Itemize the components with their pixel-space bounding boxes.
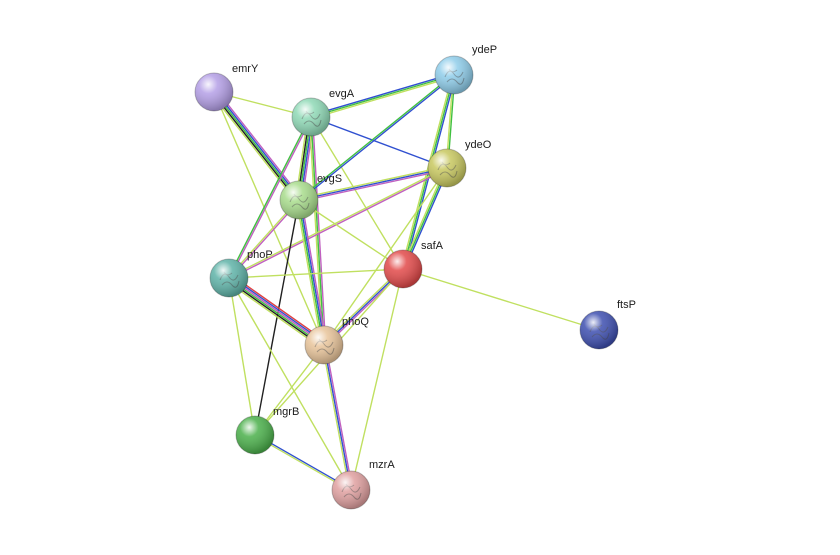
edge-evidence-line [229, 168, 448, 280]
node-gloss [428, 149, 466, 187]
edge-evgA-safA [310, 116, 404, 270]
node-safA[interactable]: safA [383, 240, 444, 289]
edge-evidence-line [298, 165, 447, 200]
edge-evidence-line [215, 89, 303, 199]
edge-evidence-line [227, 116, 311, 278]
edge-evidence-line [228, 277, 256, 436]
node-emrY[interactable]: emrY [194, 63, 259, 112]
node-evgS[interactable]: evgS [279, 173, 342, 220]
edge-evidence-line [402, 268, 600, 331]
edge-evgA-phoP [227, 116, 313, 279]
edge-evidence-line [298, 199, 404, 270]
edge-phoP-phoQ [226, 274, 327, 349]
edge-evidence-line [228, 166, 447, 278]
edge-safA-mzrA [350, 268, 404, 491]
edge-ydeO-phoP [228, 166, 448, 280]
edge-evidence-line [310, 116, 404, 270]
edge-evidence-line [350, 268, 404, 491]
edge-evidence-line [212, 92, 299, 202]
edge-evidence-line [229, 275, 326, 344]
node-gloss [195, 73, 233, 111]
node-ydeP[interactable]: ydeP [434, 44, 497, 95]
node-ftsP[interactable]: ftsP [579, 299, 636, 350]
edge-evidence-line [324, 344, 354, 490]
edge-evidence-line [310, 72, 454, 117]
node-gloss [305, 326, 343, 364]
edge-evidence-line [323, 167, 448, 346]
node-gloss [580, 311, 618, 349]
node-evgA[interactable]: evgA [291, 88, 355, 137]
node-label-evgA: evgA [329, 88, 355, 100]
edge-safA-phoP [228, 268, 404, 279]
edge-evidence-line [229, 117, 313, 279]
node-gloss [280, 181, 318, 219]
edge-evidence-line [230, 274, 327, 343]
node-label-safA: safA [421, 240, 444, 252]
node-mgrB[interactable]: mgrB [235, 406, 299, 455]
edge-safA-ftsP [402, 268, 600, 331]
edge-evidence-line [321, 345, 351, 491]
node-gloss [210, 259, 248, 297]
edge-evidence-line [400, 74, 454, 269]
nodes-layer: emrY evgA ydeP ydeO evgS safA phoP ftsP phoQ mgrB… [194, 44, 636, 510]
node-mzrA[interactable]: mzrA [331, 459, 395, 510]
edge-evgA-ydeO [310, 116, 448, 169]
node-gloss [435, 56, 473, 94]
edge-evidence-line [228, 277, 352, 491]
node-gloss [292, 98, 330, 136]
edge-evidence-line [310, 74, 455, 118]
edge-evidence-line [295, 200, 323, 346]
edge-evidence-line [226, 280, 323, 349]
node-gloss [332, 471, 370, 509]
edge-evidence-line [210, 93, 298, 203]
edge-ydeO-evgS [298, 165, 448, 203]
edge-evidence-line [300, 199, 328, 345]
edge-evidence-line [213, 91, 300, 201]
node-label-mgrB: mgrB [273, 406, 299, 418]
node-ydeO[interactable]: ydeO [427, 139, 492, 188]
edge-phoP-mzrA [228, 277, 352, 491]
node-label-evgS: evgS [317, 173, 342, 185]
edge-evidence-line [228, 278, 324, 347]
edge-evidence-line [311, 75, 455, 120]
node-gloss [384, 250, 422, 288]
node-label-ydeP: ydeP [472, 44, 497, 56]
edge-evidence-line [298, 167, 448, 201]
edge-evidence-line [310, 116, 448, 169]
node-label-mzrA: mzrA [369, 459, 395, 471]
edge-ydeO-phoQ [323, 167, 448, 346]
edge-evgA-ydeP [310, 72, 455, 120]
edge-evidence-line [228, 268, 404, 279]
node-phoP[interactable]: phoP [209, 249, 273, 298]
edge-emrY-evgS [210, 89, 303, 203]
edge-evidence-line [299, 168, 448, 203]
edge-evidence-line [214, 90, 301, 200]
edge-emrY-phoQ [213, 91, 325, 346]
edge-evidence-line [213, 91, 325, 346]
edge-evidence-line [299, 199, 326, 345]
edge-evgS-phoQ [295, 199, 328, 346]
edge-evidence-line [310, 116, 325, 346]
edge-evidence-line [298, 73, 454, 200]
node-label-phoP: phoP [247, 249, 273, 261]
edge-evgS-safA [298, 199, 404, 270]
edge-evidence-line [323, 344, 352, 491]
node-gloss [236, 416, 274, 454]
edge-phoQ-mzrA [321, 344, 354, 491]
node-phoQ[interactable]: phoQ [304, 316, 369, 365]
edge-evidence-line [229, 276, 325, 345]
edge-phoP-mgrB [228, 277, 256, 436]
edge-evidence-line [299, 75, 455, 202]
edge-ydeP-evgS [298, 73, 455, 202]
edge-evidence-line [227, 279, 324, 348]
node-label-ydeO: ydeO [465, 139, 492, 151]
node-label-emrY: emrY [232, 63, 259, 75]
node-label-ftsP: ftsP [617, 299, 636, 311]
edge-evidence-line [297, 200, 324, 346]
node-label-phoQ: phoQ [342, 316, 369, 328]
